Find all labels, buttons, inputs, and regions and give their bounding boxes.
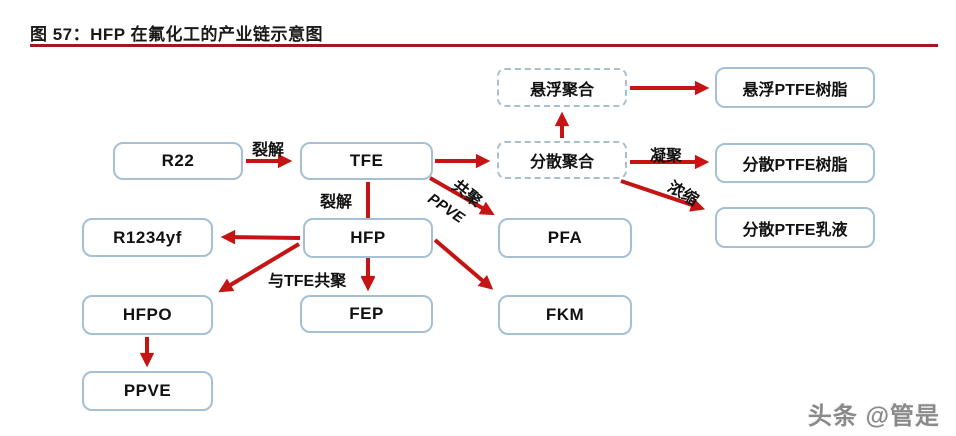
node-tfe: TFE (300, 142, 433, 180)
node-suspension-polymerization: 悬浮聚合 (497, 68, 627, 107)
edge-label-copoly-with-tfe: 与TFE共聚 (268, 273, 347, 290)
node-ppve: PPVE (82, 371, 213, 411)
node-dispersion-ptfe-resin: 分散PTFE树脂 (715, 143, 875, 183)
node-dispersion-ptfe-emulsion: 分散PTFE乳液 (715, 207, 875, 248)
toutiao-watermark: 头条 @管是 (807, 403, 940, 430)
edge-label-concentration: 浓缩 (664, 178, 701, 210)
node-fep: FEP (300, 295, 433, 333)
edge-label-cracking-r22-tfe: 裂解 (252, 142, 285, 159)
figure-title: 图 57：HFP 在氟化工的产业链示意图 (30, 25, 324, 44)
node-fkm: FKM (498, 295, 632, 335)
node-hfpo: HFPO (82, 295, 213, 335)
node-hfp: HFP (303, 218, 433, 258)
node-pfa: PFA (498, 218, 632, 258)
edge-label-cracking-tfe-hfp: 裂解 (320, 194, 353, 211)
node-suspension-ptfe-resin: 悬浮PTFE树脂 (715, 67, 875, 108)
edge-label-coagulation: 凝聚 (650, 148, 683, 165)
node-dispersion-polymerization: 分散聚合 (497, 141, 627, 179)
title-rule (30, 44, 938, 47)
arrow-hfp-fkm (433, 238, 494, 290)
node-r1234yf: R1234yf (82, 218, 213, 257)
node-r22: R22 (113, 142, 243, 180)
arrow-hfp-r1234yf (220, 229, 301, 245)
